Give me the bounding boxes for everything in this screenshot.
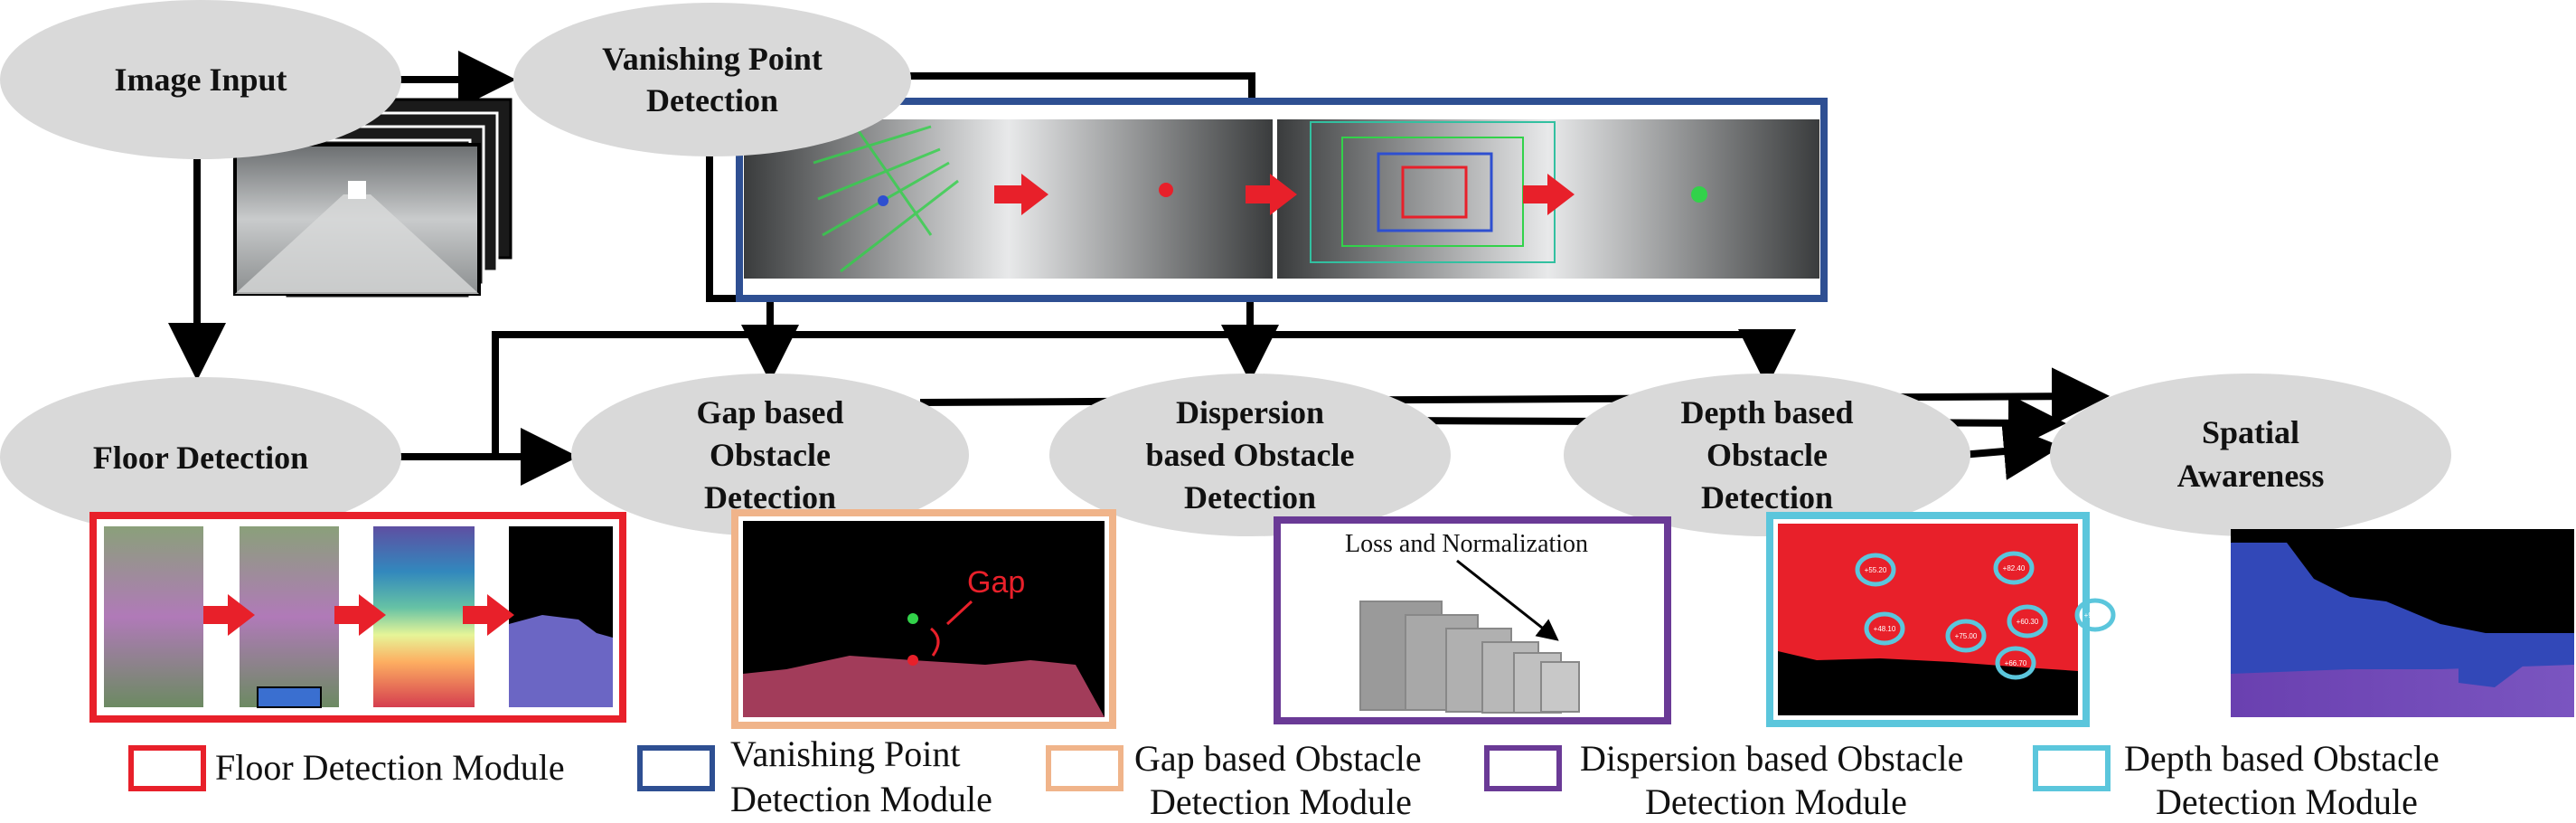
depth-label-7: +66.70: [2005, 659, 2027, 667]
legend-vp-label-1: Vanishing Point: [730, 733, 960, 774]
legend-dispersion-label-1: Dispersion based Obstacle: [1580, 738, 1963, 779]
legend-gap-label-2: Detection Module: [1150, 781, 1412, 822]
vanishing-point-strip: [736, 98, 1828, 302]
legend-swatch-gap: [1046, 745, 1123, 791]
legend-dispersion-label-2: Detection Module: [1645, 781, 1907, 822]
depth-label-6: +91.20: [2084, 611, 2107, 620]
node-gap-based-label-2: Obstacle: [710, 437, 831, 473]
floor-detection-panel: [89, 512, 626, 723]
node-dispersion-based-label-2: based Obstacle: [1145, 437, 1354, 473]
input-image-stack: [233, 98, 512, 300]
depth-label-5: +60.30: [2017, 618, 2039, 626]
node-depth-based-label-2: Obstacle: [1706, 437, 1828, 473]
legend-gap-label-1: Gap based Obstacle: [1134, 738, 1422, 779]
node-dispersion-based-label-1: Dispersion: [1176, 394, 1324, 430]
legend-vp-label-2: Detection Module: [730, 779, 992, 819]
loss-normalization-label: Loss and Normalization: [1345, 530, 1588, 558]
legend-floor-label: Floor Detection Module: [215, 747, 565, 788]
node-gap-based-label-1: Gap based: [696, 394, 843, 430]
dispersion-detection-panel: Loss and Normalization: [1274, 516, 1671, 724]
depth-label-2: +82.40: [2003, 564, 2026, 572]
depth-detection-panel: +55.20 +82.40 +48.10 +75.00 +60.30 +91.2…: [1766, 512, 2116, 727]
node-depth-based-label-1: Depth based: [1680, 394, 1853, 430]
line-vp-to-strip: [904, 72, 1255, 101]
line-depth-to-spatial: [1960, 422, 2062, 480]
line-vp-bracket: [706, 154, 737, 302]
legend-depth-label-2: Detection Module: [2156, 781, 2418, 822]
node-floor-detection-label: Floor Detection: [93, 440, 308, 476]
node-spatial-awareness: Spatial Awareness: [2050, 374, 2451, 536]
gap-detection-panel: Gap: [731, 509, 1116, 729]
spatial-awareness-image: [2231, 529, 2574, 717]
legend: Floor Detection Module Vanishing Point D…: [128, 733, 2440, 822]
node-vanishing-point-label-2: Detection: [646, 82, 778, 118]
node-floor-detection: Floor Detection: [0, 377, 401, 536]
legend-swatch-depth: [2033, 745, 2111, 791]
node-spatial-awareness-label-2: Awareness: [2177, 458, 2325, 494]
line-floor-up-bus: [492, 329, 1796, 457]
legend-swatch-vp: [637, 745, 715, 791]
legend-swatch-dispersion: [1484, 745, 1562, 791]
node-depth-based-label-3: Detection: [1701, 479, 1833, 516]
legend-depth-label-1: Depth based Obstacle: [2124, 738, 2440, 779]
node-image-input-label: Image Input: [114, 61, 287, 98]
depth-label-1: +55.20: [1865, 566, 1887, 574]
node-dispersion-based: Dispersion based Obstacle Detection: [1049, 374, 1451, 536]
legend-swatch-floor: [128, 745, 206, 791]
node-vanishing-point: Vanishing Point Detection: [513, 3, 911, 156]
depth-label-4: +75.00: [1955, 632, 1978, 640]
gap-annotation: Gap: [967, 565, 1025, 600]
node-dispersion-based-label-3: Detection: [1184, 479, 1316, 516]
node-vanishing-point-label-1: Vanishing Point: [602, 41, 823, 77]
depth-label-3: +48.10: [1874, 625, 1896, 633]
node-image-input: Image Input: [0, 0, 401, 159]
node-depth-based: Depth based Obstacle Detection: [1564, 374, 1970, 536]
node-spatial-awareness-label-1: Spatial: [2202, 414, 2299, 450]
